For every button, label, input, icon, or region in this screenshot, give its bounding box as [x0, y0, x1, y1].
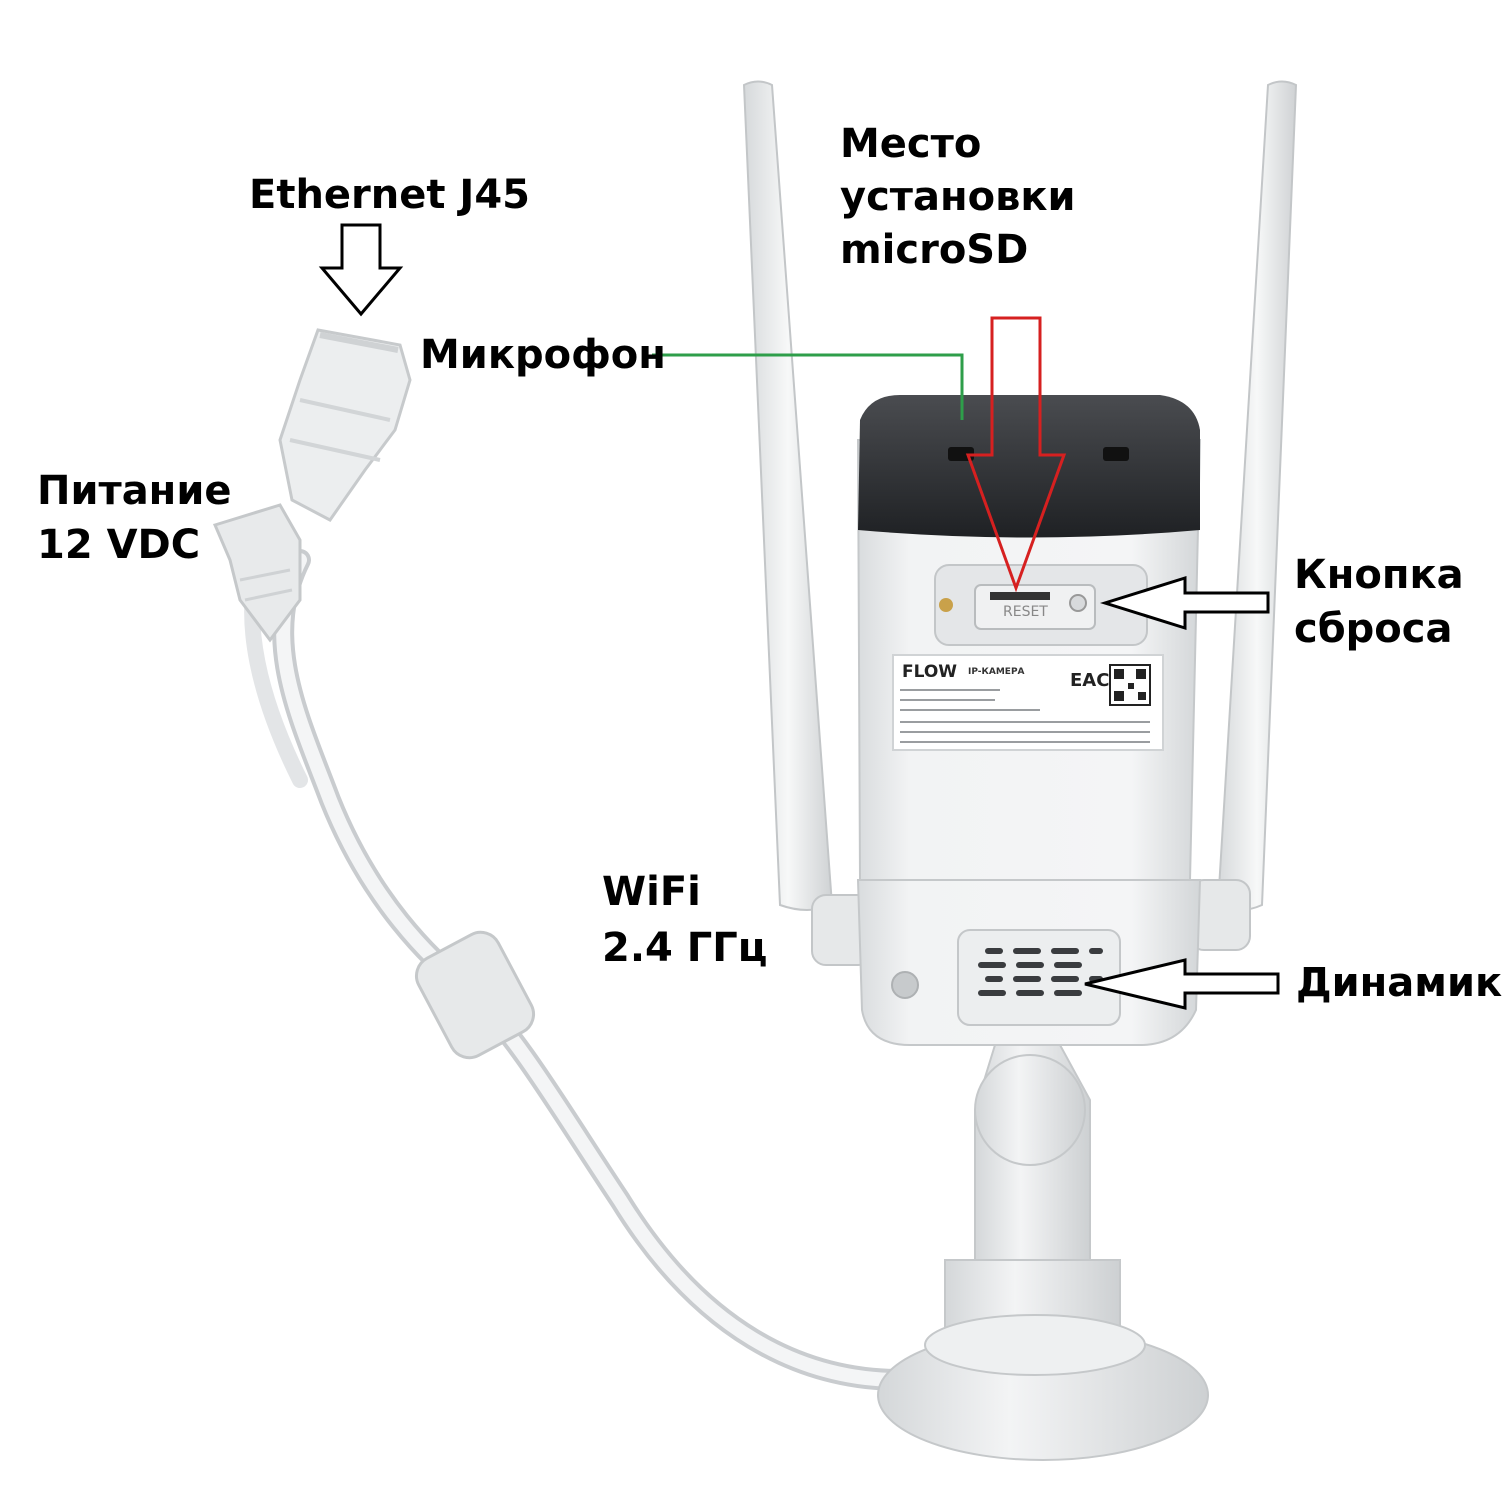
sd-card-cover — [934, 564, 1148, 646]
power-label: Питание 12 VDC — [37, 468, 232, 568]
power-connector — [212, 503, 302, 643]
ethernet-connector — [278, 328, 412, 522]
sticker-type-label: IP-КАМЕРА — [968, 667, 1025, 677]
brand-logo: FLOW — [902, 662, 958, 682]
microphone-label: Микрофон — [420, 332, 666, 378]
speaker-grille — [957, 929, 1121, 1026]
speaker-arrow — [1084, 958, 1280, 1010]
microphone-line — [652, 353, 964, 420]
microsd-arrow — [965, 316, 1067, 593]
info-sticker — [892, 654, 1164, 751]
microsd-label: Место установки microSD — [840, 121, 1076, 273]
right-antenna — [1189, 80, 1298, 951]
reset-arrow — [1099, 575, 1270, 631]
reset-text: RESET — [1003, 604, 1048, 620]
ethernet-label: Ethernet J45 — [249, 172, 530, 218]
wifi-label: WiFi 2.4 ГГц — [602, 869, 768, 971]
speaker-label: Динамик — [1296, 960, 1503, 1006]
reset-button-label: Кнопка сброса — [1294, 552, 1464, 652]
eac-mark: EAC — [1070, 670, 1110, 691]
wall-mount — [877, 1044, 1209, 1461]
ethernet-arrow — [318, 223, 404, 317]
left-antenna — [742, 80, 873, 966]
